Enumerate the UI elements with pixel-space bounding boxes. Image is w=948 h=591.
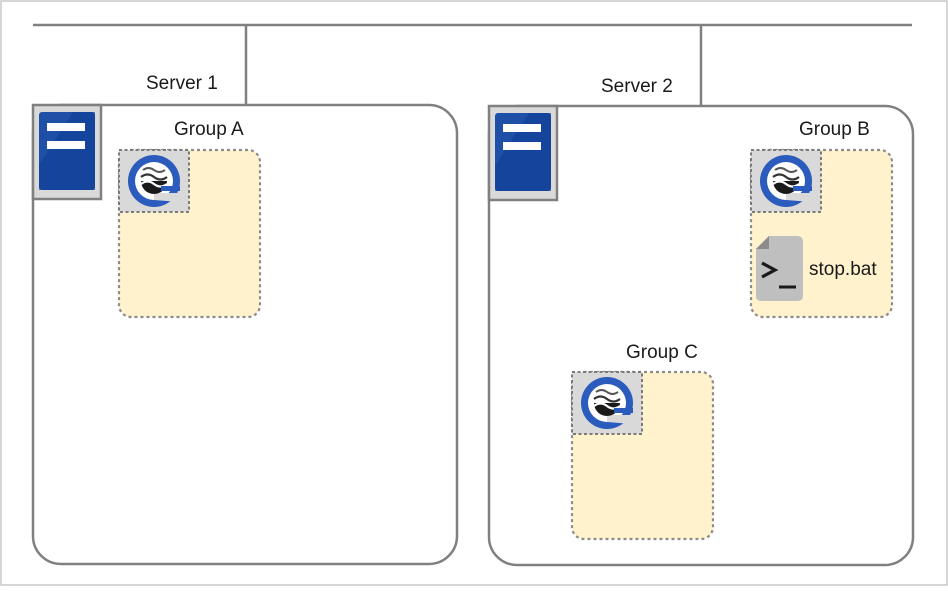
- group-a-resource-logo-icon: [117, 148, 191, 214]
- group-c-label: Group C: [626, 342, 698, 363]
- group-c-resource-logo-icon: [570, 370, 644, 436]
- server-1-label: Server 1: [146, 73, 218, 94]
- script-file-label: stop.bat: [809, 259, 877, 280]
- group-b-resource-logo-icon: [749, 148, 823, 214]
- script-file-icon: [756, 236, 803, 301]
- server-2-icon: [487, 104, 559, 202]
- group-a-label: Group A: [174, 119, 244, 140]
- group-b-label: Group B: [799, 119, 870, 140]
- server-1-icon: [31, 103, 103, 201]
- server-2-label: Server 2: [601, 76, 673, 97]
